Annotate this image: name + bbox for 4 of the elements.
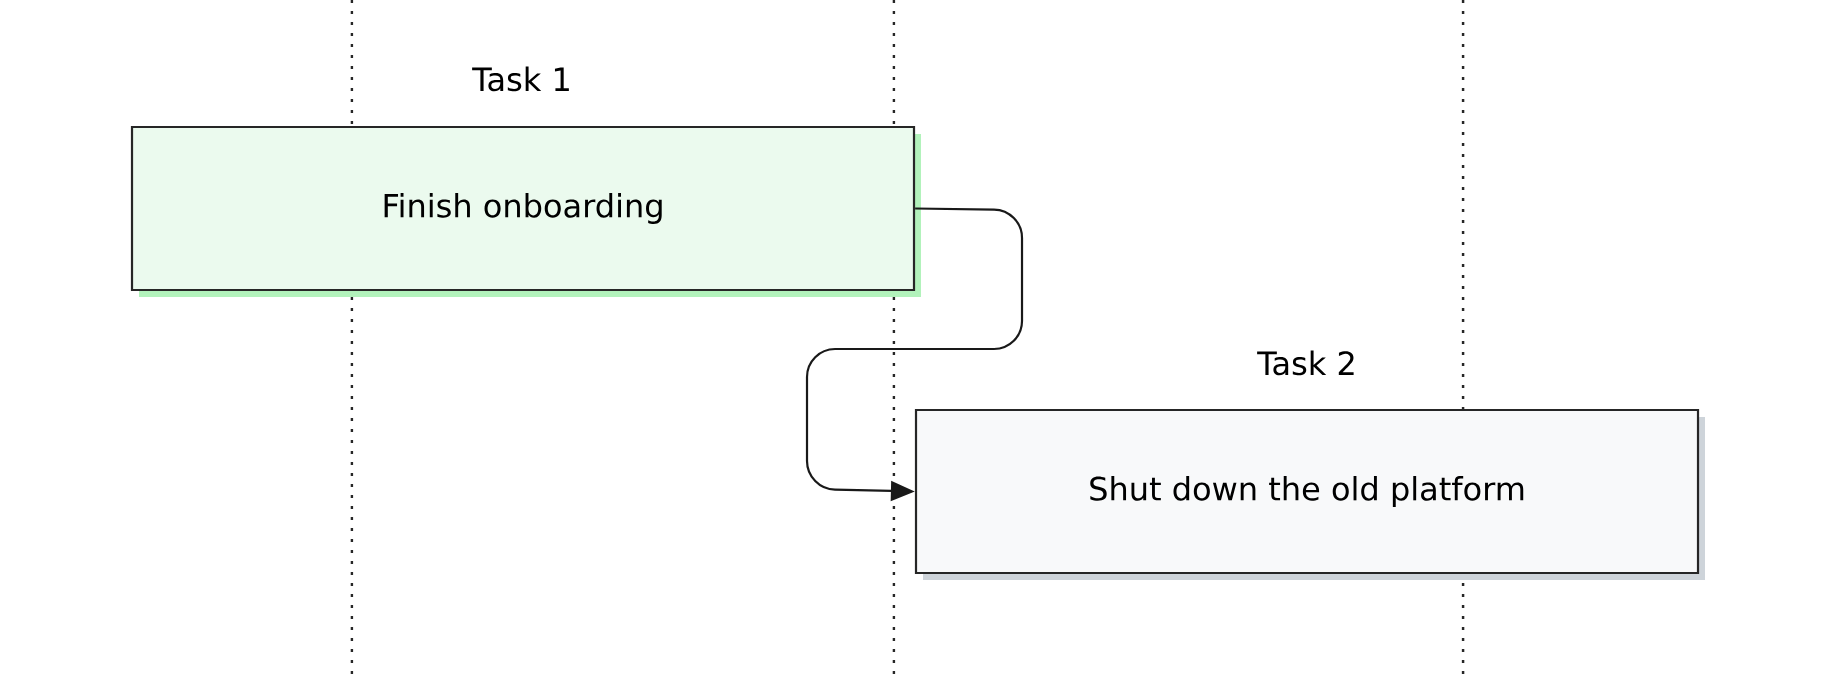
task-heading: Task 1	[472, 66, 569, 92]
task-box: Finish onboarding	[130, 125, 921, 297]
task-heading: Task 2	[1257, 350, 1354, 376]
task-box: Shut down the old platform	[914, 408, 1705, 580]
